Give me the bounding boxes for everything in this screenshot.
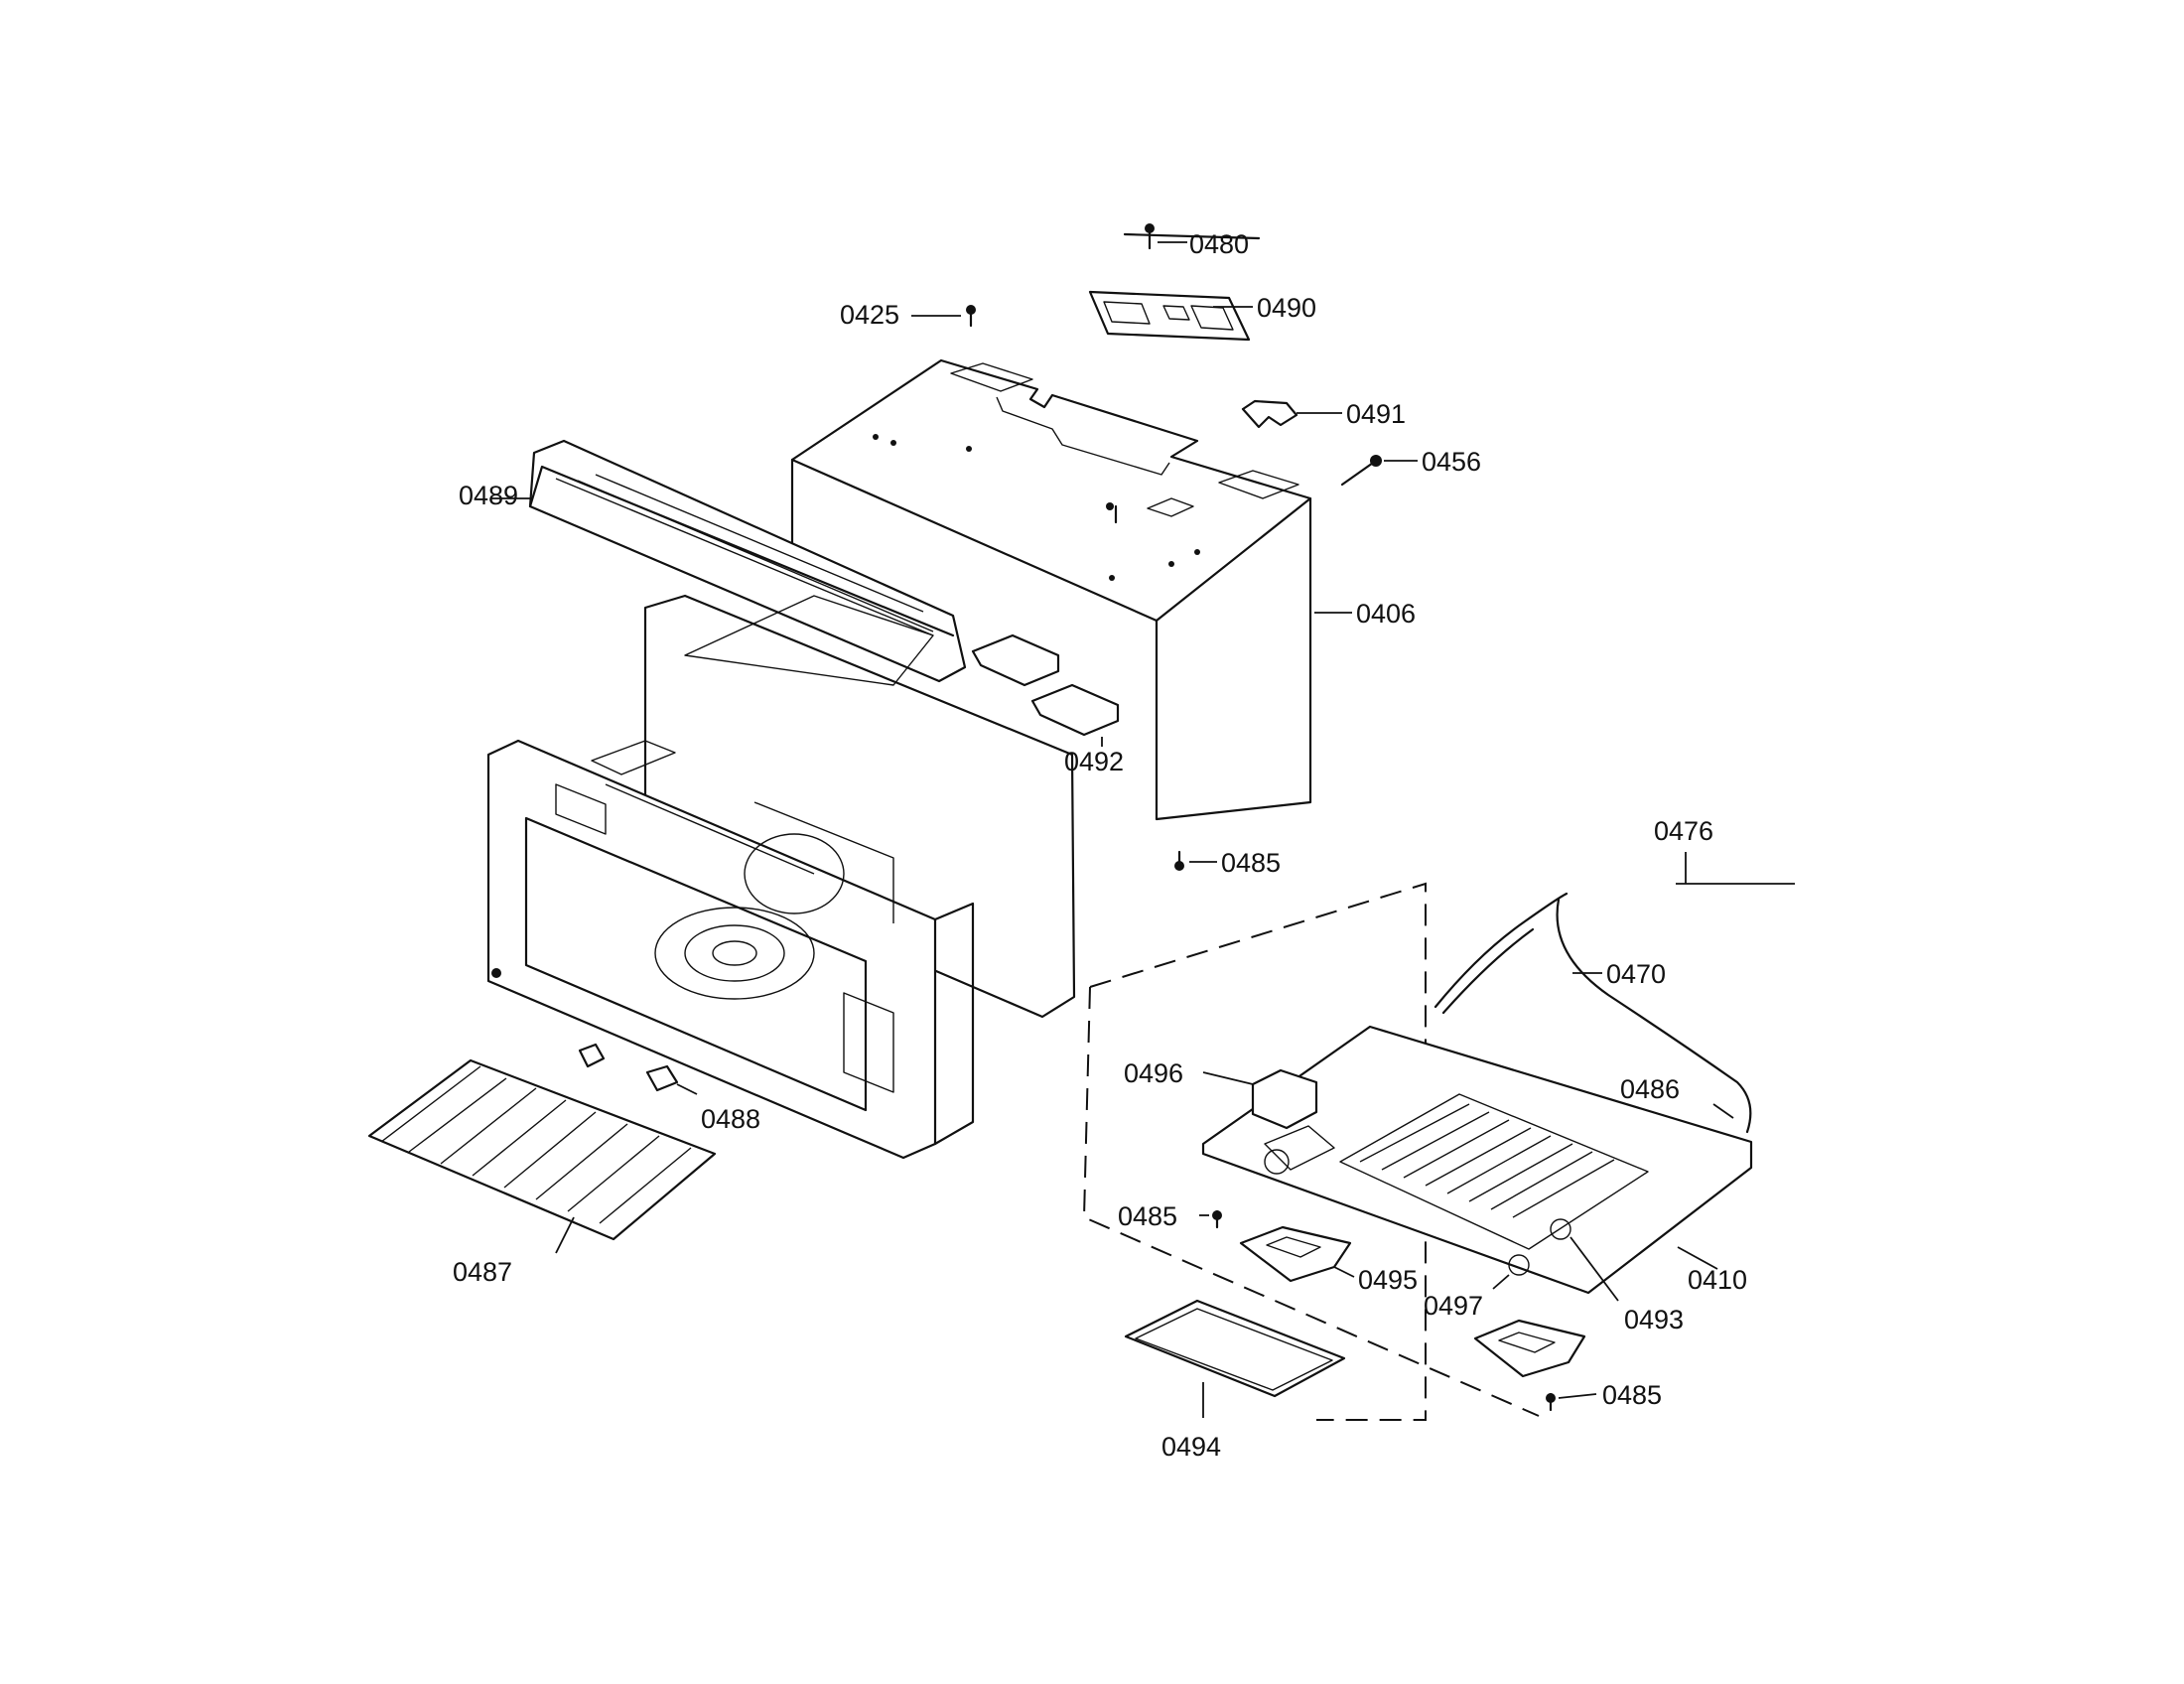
part-0456-screw: [1340, 455, 1418, 487]
label-0497: 0497: [1424, 1291, 1483, 1321]
part-0497-0493: [1492, 1218, 1619, 1302]
label-0410: 0410: [1688, 1265, 1747, 1295]
part-0490-bracket: [1088, 290, 1253, 342]
part-0425-screw: [911, 305, 976, 328]
part-0488-latches: [578, 1043, 698, 1095]
part-0494-filter: [1124, 1299, 1346, 1418]
label-0491: 0491: [1346, 399, 1406, 429]
part-0470-harness: [1433, 892, 1752, 1134]
label-0490: 0490: [1257, 293, 1316, 323]
part-0410-base-plate: [1201, 1025, 1753, 1295]
label-0480: 0480: [1189, 229, 1249, 259]
label-0487: 0487: [453, 1257, 512, 1287]
part-0495-cover-2: [1473, 1319, 1586, 1378]
label-0456: 0456: [1422, 447, 1481, 477]
part-0489-vent-grille: [490, 439, 967, 683]
label-0406: 0406: [1356, 599, 1416, 629]
part-labels: 0480 0490 0425 0491 0456 0489 0406 0492 …: [453, 229, 1747, 1462]
label-0495: 0495: [1358, 1265, 1418, 1295]
label-0485-top: 0485: [1221, 848, 1281, 878]
label-0476: 0476: [1654, 816, 1713, 846]
part-0491-clip: [1241, 399, 1342, 429]
label-0496: 0496: [1124, 1058, 1183, 1088]
label-0485-bottom: 0485: [1602, 1380, 1662, 1410]
label-0485-mid: 0485: [1118, 1201, 1177, 1231]
label-0486: 0486: [1620, 1074, 1680, 1104]
part-0485-screw-top: [1174, 850, 1217, 871]
label-0489: 0489: [459, 481, 518, 510]
part-0495-cover: [1239, 1225, 1355, 1283]
part-0480: [1123, 223, 1261, 250]
part-0496-motor: [1202, 1068, 1335, 1175]
part-0487-rack: [367, 1058, 717, 1254]
part-0492-brackets: [971, 633, 1120, 747]
part-0485-screw-bottom: [1546, 1392, 1597, 1412]
label-0470: 0470: [1606, 959, 1666, 989]
label-0488: 0488: [701, 1104, 760, 1134]
label-0425: 0425: [840, 300, 899, 330]
label-0493: 0493: [1624, 1305, 1684, 1334]
label-0494: 0494: [1161, 1432, 1221, 1462]
part-0406-cabinet: [790, 358, 1352, 821]
label-0492: 0492: [1064, 747, 1124, 776]
oven-cavity-assembly: [486, 594, 1076, 1160]
part-0485-screw-mid: [1199, 1209, 1222, 1229]
